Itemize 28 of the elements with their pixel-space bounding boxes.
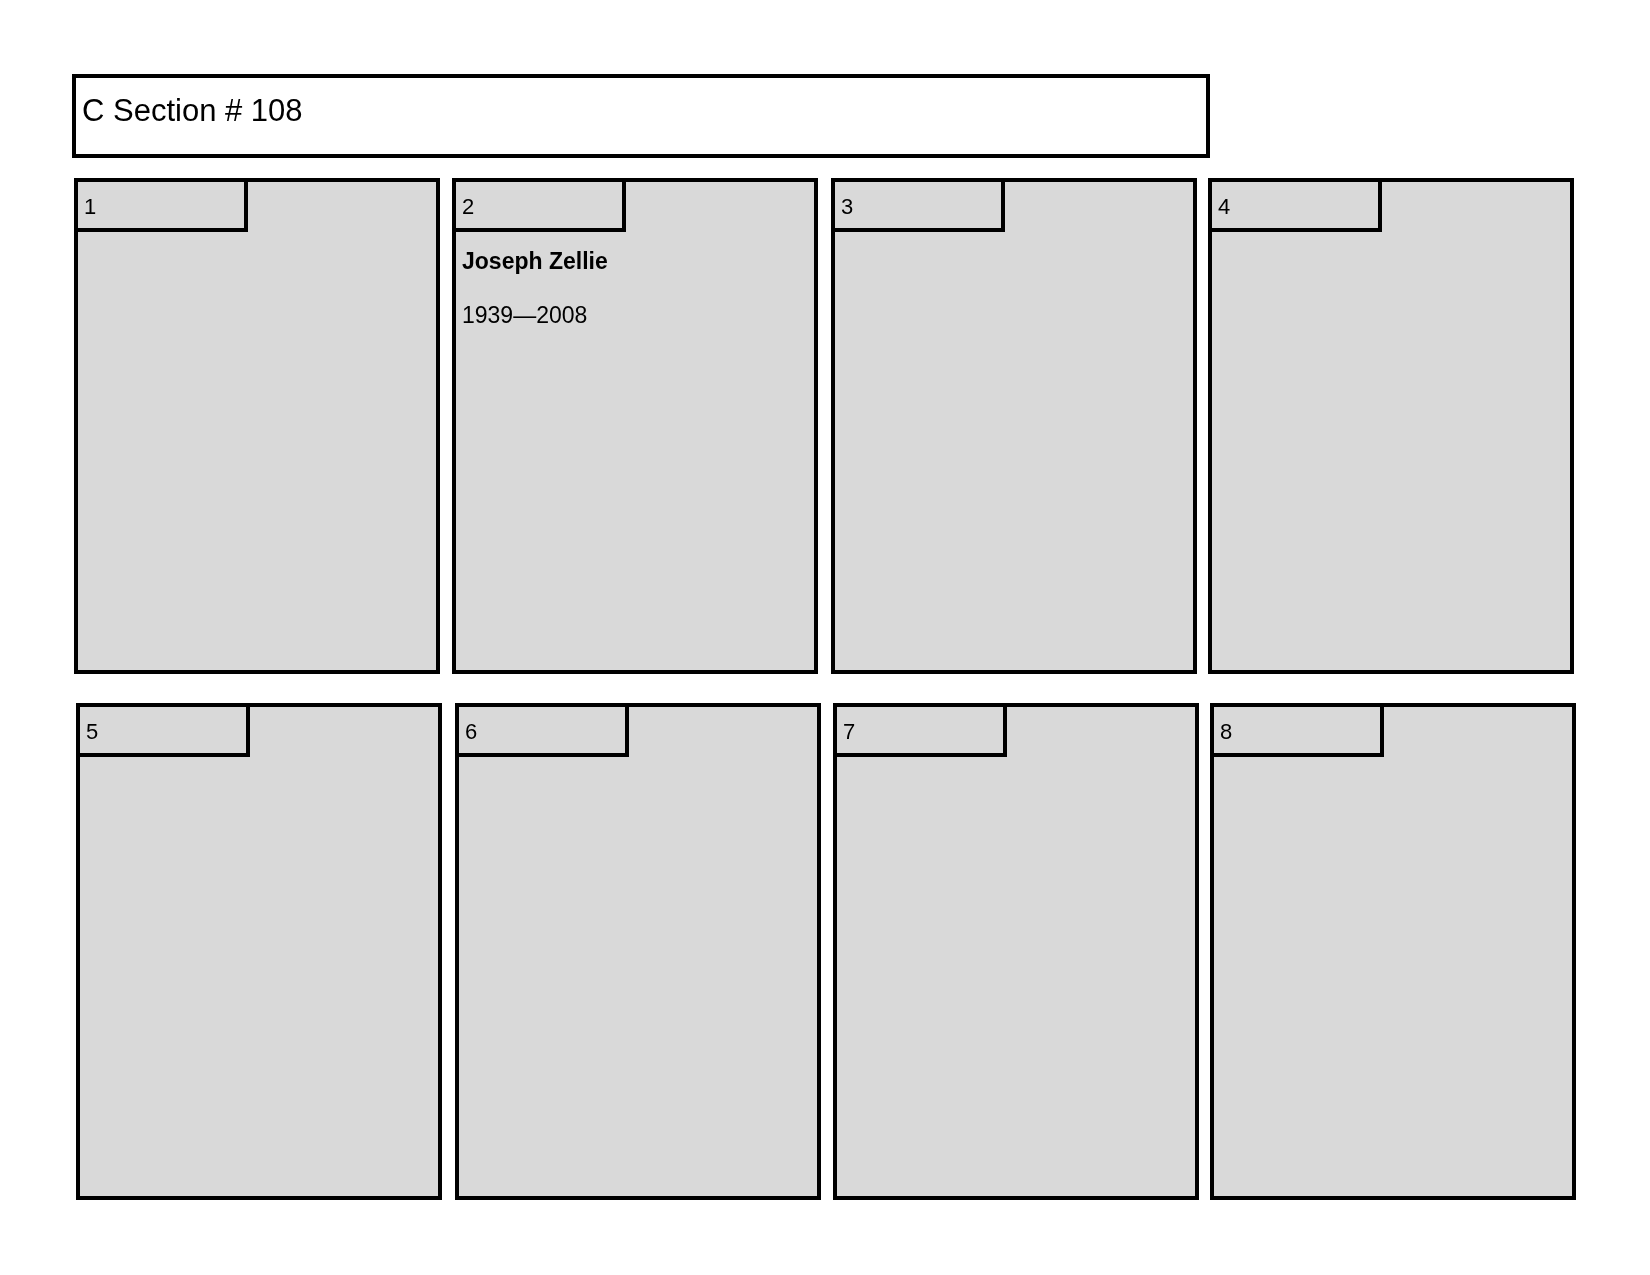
dates-text: 1939—2008 <box>462 301 589 330</box>
plot-box <box>1210 703 1576 1200</box>
title-text: C Section # 108 <box>82 92 303 130</box>
plot-number: 3 <box>841 193 854 220</box>
number-tab <box>78 182 248 232</box>
plot-number: 1 <box>84 193 97 220</box>
number-tab <box>1214 707 1384 757</box>
number-tab <box>835 182 1005 232</box>
number-tab <box>1212 182 1382 232</box>
plot-box <box>1208 178 1574 674</box>
plot-box <box>833 703 1199 1200</box>
title-box <box>72 74 1210 158</box>
plot-number: 7 <box>843 718 856 745</box>
plot-box <box>831 178 1197 674</box>
plot-number: 6 <box>465 718 478 745</box>
plot-box <box>452 178 818 674</box>
plot-box <box>76 703 442 1200</box>
plot-box <box>455 703 821 1200</box>
number-tab <box>837 707 1007 757</box>
number-tab <box>456 182 626 232</box>
name-text: Joseph Zellie <box>462 247 609 276</box>
plot-box <box>74 178 440 674</box>
plot-number: 4 <box>1218 193 1231 220</box>
number-tab <box>459 707 629 757</box>
plot-number: 8 <box>1220 718 1233 745</box>
plot-number: 5 <box>86 718 99 745</box>
number-tab <box>80 707 250 757</box>
plot-number: 2 <box>462 193 475 220</box>
